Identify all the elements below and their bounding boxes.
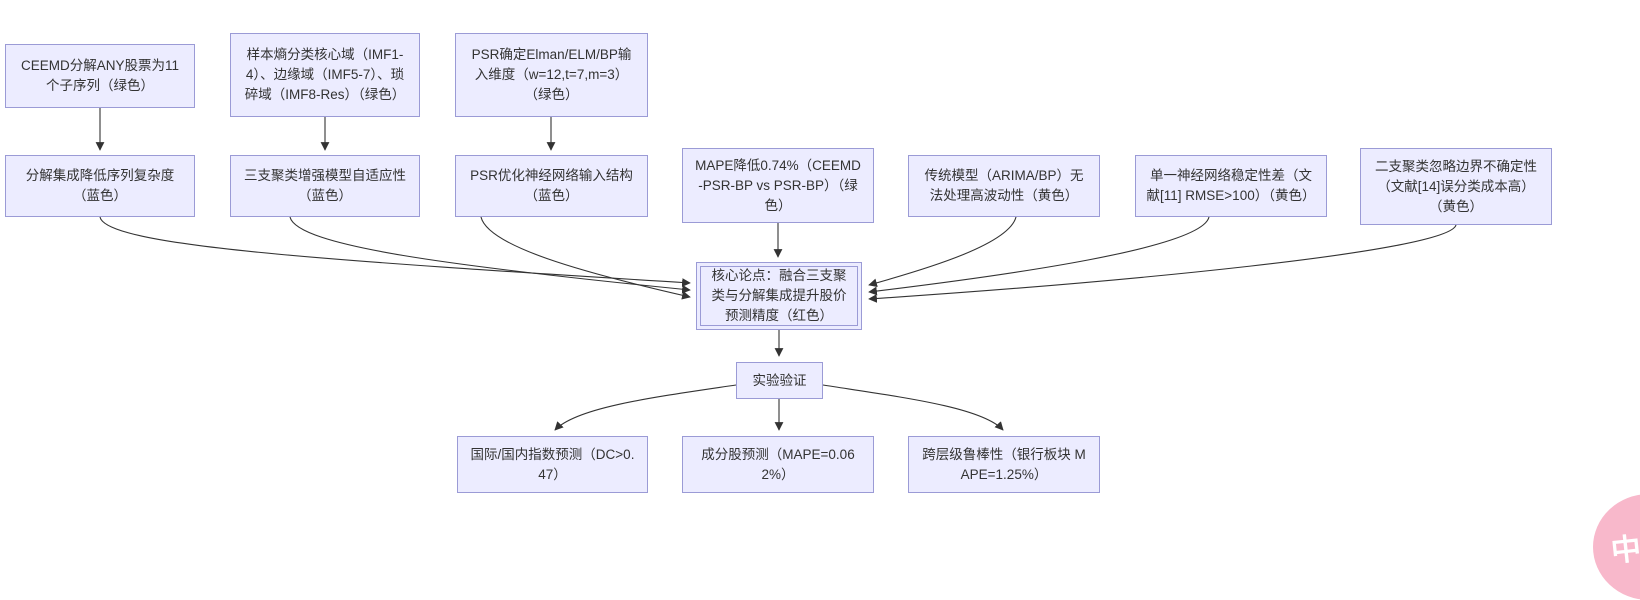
node-psr-optimize-input: PSR优化神经网络输入结构（蓝色） <box>455 155 648 217</box>
node-single-nn-instability: 单一神经网络稳定性差（文献[11] RMSE>100）（黄色） <box>1135 155 1327 217</box>
node-label: 国际/国内指数预测（DC>0.47） <box>470 446 635 482</box>
node-label: PSR确定Elman/ELM/BP输入维度（w=12,t=7,m=3）（绿色） <box>471 47 632 102</box>
node-label: 成分股预测（MAPE=0.062%） <box>701 446 855 482</box>
node-label: 二支聚类忽略边界不确定性（文献[14]误分类成本高）（黄色） <box>1375 158 1537 214</box>
edge-b7-core <box>868 224 1457 303</box>
translate-floating-button[interactable]: 中A <box>1593 494 1640 600</box>
node-label: PSR优化神经网络输入结构（蓝色） <box>470 168 633 203</box>
node-label: 传统模型（ARIMA/BP）无法处理高波动性（黄色） <box>924 168 1084 203</box>
edge-b6-core <box>868 216 1210 296</box>
node-sample-entropy-classify: 样本熵分类核心域（IMF1-4）、边缘域（IMF5-7）、琐碎域（IMF8-Re… <box>230 33 420 117</box>
node-mape-reduction: MAPE降低0.74%（CEEMD-PSR-BP vs PSR-BP）（绿色） <box>682 148 874 223</box>
node-label: MAPE降低0.74%（CEEMD-PSR-BP vs PSR-BP）（绿色） <box>695 157 861 213</box>
node-three-way-clustering-adaptivity: 三支聚类增强模型自适应性（蓝色） <box>230 155 420 217</box>
node-label: 核心论点：融合三支聚类与分解集成提升股价预测精度（红色） <box>711 268 847 323</box>
flowchart-canvas: CEEMD分解ANY股票为11个子序列（绿色） 样本熵分类核心域（IMF1-4）… <box>5 33 1640 600</box>
translate-icon: 中A <box>1609 530 1640 569</box>
edge-b3-core <box>480 216 691 300</box>
node-label: 分解集成降低序列复杂度（蓝色） <box>25 168 175 203</box>
node-ceemd-decompose: CEEMD分解ANY股票为11个子序列（绿色） <box>5 44 195 108</box>
node-two-way-clustering-limit: 二支聚类忽略边界不确定性（文献[14]误分类成本高）（黄色） <box>1360 148 1552 225</box>
node-constituent-stock-prediction: 成分股预测（MAPE=0.062%） <box>682 436 874 493</box>
edge-exp-c3 <box>822 384 1004 431</box>
node-label: 跨层级鲁棒性（银行板块 MAPE=1.25%） <box>922 446 1086 482</box>
edge-b2-core <box>289 216 691 294</box>
node-cross-level-robustness: 跨层级鲁棒性（银行板块 MAPE=1.25%） <box>908 436 1100 493</box>
node-traditional-model-limit: 传统模型（ARIMA/BP）无法处理高波动性（黄色） <box>908 155 1100 217</box>
node-label: 实验验证 <box>752 372 807 388</box>
edge-b1-core <box>99 216 691 287</box>
node-label: 三支聚类增强模型自适应性（蓝色） <box>244 168 406 203</box>
node-psr-input-dimension: PSR确定Elman/ELM/BP输入维度（w=12,t=7,m=3）（绿色） <box>455 33 648 117</box>
node-experiment-validation: 实验验证 <box>736 362 823 399</box>
node-decompose-reduce-complexity: 分解集成降低序列复杂度（蓝色） <box>5 155 195 217</box>
node-label: CEEMD分解ANY股票为11个子序列（绿色） <box>20 58 180 93</box>
node-label: 单一神经网络稳定性差（文献[11] RMSE>100）（黄色） <box>1146 168 1316 203</box>
node-label: 样本熵分类核心域（IMF1-4）、边缘域（IMF5-7）、琐碎域（IMF8-Re… <box>244 47 406 102</box>
node-index-prediction: 国际/国内指数预测（DC>0.47） <box>457 436 648 493</box>
node-core-thesis: 核心论点：融合三支聚类与分解集成提升股价预测精度（红色） <box>696 262 862 330</box>
edge-exp-c1 <box>554 384 737 431</box>
edge-b5-core-curve <box>868 216 1017 288</box>
